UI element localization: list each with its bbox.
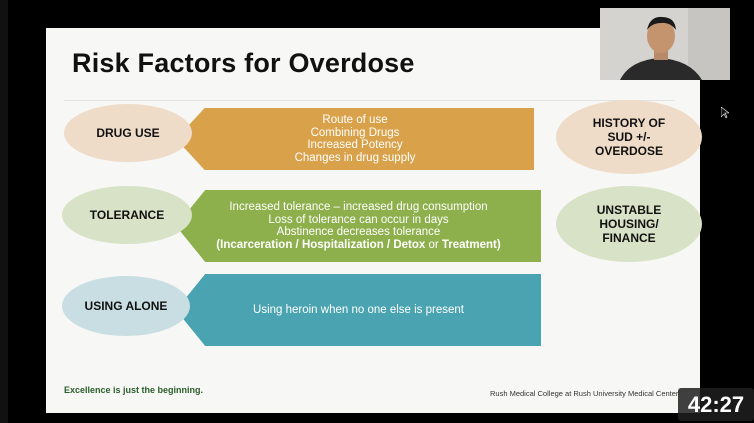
using-alone-arrow: Using heroin when no one else is present bbox=[176, 274, 541, 346]
housing-line: HOUSING/ bbox=[599, 217, 659, 231]
drug-use-arrow: Route of use Combining Drugs Increased P… bbox=[176, 108, 534, 170]
history-line: OVERDOSE bbox=[594, 144, 663, 158]
footer-institution: Rush Medical College at Rush University … bbox=[490, 389, 679, 398]
drug-use-line: Route of use bbox=[322, 114, 388, 126]
drug-use-line: Increased Potency bbox=[307, 139, 403, 151]
history-sud-oval: HISTORY OF SUD +/- OVERDOSE bbox=[556, 100, 702, 174]
tolerance-line: Increased tolerance – increased drug con… bbox=[229, 201, 488, 213]
presentation-slide: Risk Factors for Overdose Route of use C… bbox=[46, 28, 702, 413]
video-timestamp: 42:27 bbox=[678, 388, 754, 421]
history-line: HISTORY OF bbox=[592, 116, 666, 130]
using-alone-label: USING ALONE bbox=[84, 299, 168, 313]
tolerance-oval: TOLERANCE bbox=[62, 186, 192, 244]
tolerance-arrow: Increased tolerance – increased drug con… bbox=[176, 190, 541, 262]
speaker-figure bbox=[600, 8, 730, 80]
history-line: SUD +/- bbox=[607, 130, 651, 144]
left-edge bbox=[0, 0, 8, 423]
drug-use-line: Combining Drugs bbox=[310, 126, 400, 139]
tolerance-line: Abstinence decreases tolerance bbox=[276, 226, 441, 238]
tolerance-line-detail: (Incarceration / Hospitalization / Detox… bbox=[216, 238, 501, 251]
using-alone-line: Using heroin when no one else is present bbox=[253, 303, 464, 316]
housing-line: FINANCE bbox=[602, 231, 656, 245]
tolerance-line: Loss of tolerance can occur in days bbox=[268, 213, 449, 226]
drug-use-line: Changes in drug supply bbox=[294, 151, 416, 164]
slide-title: Risk Factors for Overdose bbox=[72, 48, 415, 78]
title-divider bbox=[64, 100, 674, 101]
speaker-webcam bbox=[600, 8, 730, 80]
housing-line: UNSTABLE bbox=[596, 203, 662, 217]
tolerance-label: TOLERANCE bbox=[89, 208, 165, 222]
using-alone-oval: USING ALONE bbox=[62, 276, 190, 336]
footer-tagline: Excellence is just the beginning. bbox=[64, 385, 204, 395]
unstable-housing-oval: UNSTABLE HOUSING/ FINANCE bbox=[556, 186, 702, 262]
drug-use-oval: DRUG USE bbox=[64, 104, 192, 162]
mouse-cursor-icon bbox=[721, 107, 729, 119]
drug-use-label: DRUG USE bbox=[96, 126, 160, 140]
